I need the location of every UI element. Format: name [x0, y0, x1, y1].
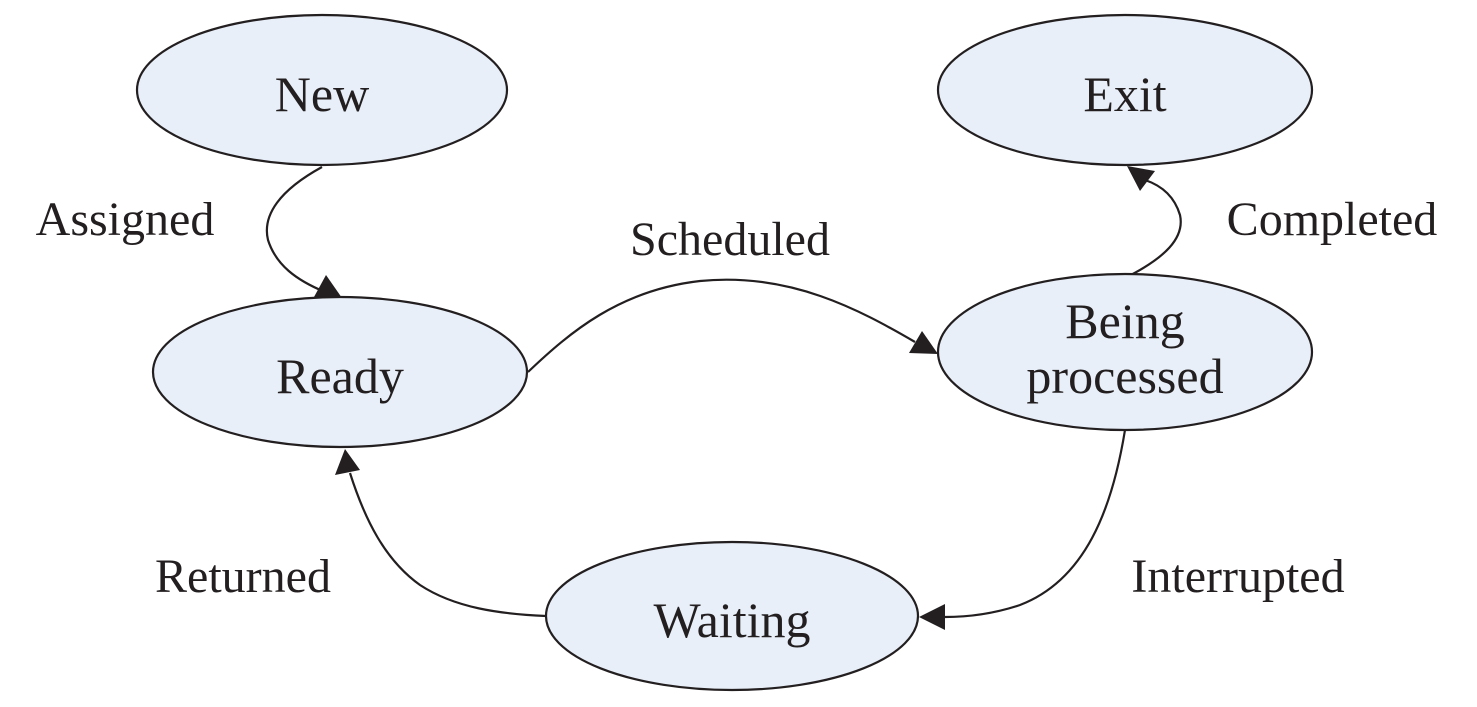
state-waiting: Waiting — [544, 540, 920, 692]
edge-new-to-ready — [265, 166, 342, 298]
edge-being-processed-to-waiting — [919, 429, 1127, 630]
transition-label-interrupted: Interrupted — [1131, 550, 1344, 603]
edge-completed-path — [1124, 178, 1182, 279]
edge-scheduled-path — [527, 278, 916, 373]
arrowhead-interrupted — [919, 604, 945, 630]
edge-waiting-to-ready — [335, 449, 547, 618]
state-exit: Exit — [936, 13, 1314, 167]
edge-ready-to-being-processed — [527, 278, 938, 373]
edge-interrupted-path — [944, 429, 1127, 619]
transition-label-returned: Returned — [155, 550, 331, 603]
state-exit-ellipse — [936, 13, 1314, 167]
state-exit-label: Exit — [1083, 66, 1166, 122]
state-being-processed-label-line2: processed — [1026, 348, 1223, 404]
arrowhead-returned — [335, 449, 360, 475]
arrowhead-completed — [1127, 166, 1155, 191]
edge-being-processed-to-exit — [1124, 166, 1182, 279]
state-ready-label: Ready — [276, 348, 404, 404]
arrowhead-assigned — [314, 275, 342, 298]
state-waiting-label: Waiting — [653, 592, 810, 648]
state-new-label: New — [275, 66, 369, 122]
state-being-processed: Being processed — [936, 272, 1314, 432]
arrowhead-scheduled — [909, 331, 938, 354]
edge-assigned-path — [265, 166, 326, 294]
transition-label-assigned: Assigned — [36, 193, 215, 246]
state-new-ellipse — [135, 13, 509, 167]
transition-label-completed: Completed — [1227, 193, 1438, 246]
state-being-processed-label-line1: Being — [1065, 293, 1184, 349]
state-ready: Ready — [151, 295, 529, 449]
state-new: New — [135, 13, 509, 167]
transition-label-scheduled: Scheduled — [630, 213, 830, 266]
state-being-processed-ellipse — [936, 272, 1314, 432]
state-ready-ellipse — [151, 295, 529, 449]
state-waiting-ellipse — [544, 540, 920, 692]
edge-returned-path — [348, 472, 547, 618]
